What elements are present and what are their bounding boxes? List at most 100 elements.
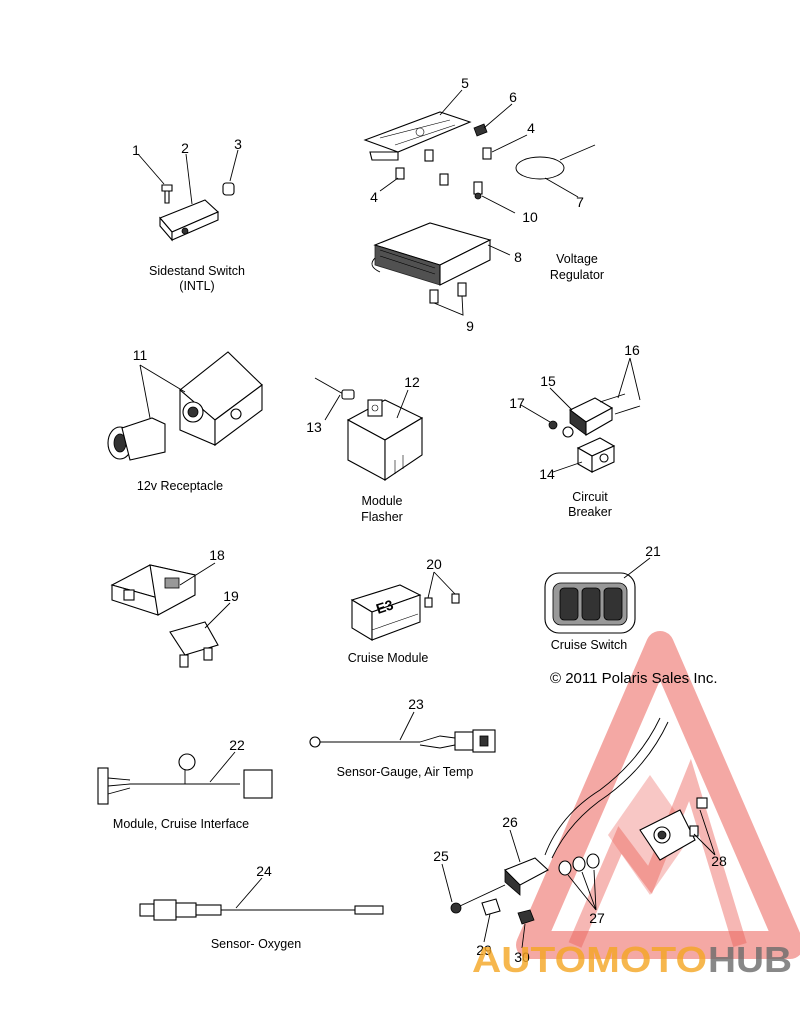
oxygen-sensor-group: 24 Sensor- Oxygen xyxy=(139,863,384,951)
leader-line xyxy=(481,195,516,214)
callout-17: 17 xyxy=(509,395,525,411)
part-24-oxygen-sensor xyxy=(139,899,384,921)
receptacle-group: 11 12v Receptacle xyxy=(107,347,263,493)
circuit-breaker-group: 15 16 17 14 Circuit Breaker xyxy=(509,342,641,519)
cruise-switch-group: 21 Cruise Switch xyxy=(544,543,661,652)
leader-line xyxy=(204,602,231,629)
part-27-washers xyxy=(558,853,600,876)
callout-15: 15 xyxy=(540,373,556,389)
part-11-receptacle xyxy=(107,351,263,461)
leader-line xyxy=(521,923,526,949)
leader-line xyxy=(520,404,551,423)
part-17-nut xyxy=(548,420,574,438)
part-10-bolt xyxy=(473,181,483,200)
part-21-cruise-switch xyxy=(544,572,636,634)
leader-line xyxy=(139,364,151,419)
leader-line xyxy=(617,357,641,401)
callout-29: 29 xyxy=(476,942,492,958)
callout-16: 16 xyxy=(624,342,640,358)
leader-line xyxy=(483,913,491,943)
callout-4: 4 xyxy=(527,120,535,136)
part-9-screw xyxy=(429,289,439,304)
leader-line xyxy=(693,809,716,856)
speed-sensor-group: 26 25 27 28 29 30 xyxy=(433,717,727,965)
part-5-bracket xyxy=(363,111,472,161)
leader-line xyxy=(229,149,239,182)
leader-line xyxy=(441,863,453,903)
watermark-automoto: AUTOMOTO xyxy=(472,939,707,980)
caption-cruise-module: Cruise Module xyxy=(348,651,429,665)
leader-line xyxy=(427,571,456,599)
part-16-screw xyxy=(599,393,641,415)
leader-line xyxy=(552,461,583,473)
part-19-fuse xyxy=(169,621,219,668)
part-20-screw xyxy=(451,593,460,604)
callout-18: 18 xyxy=(209,547,225,563)
leader-line xyxy=(137,153,165,185)
leader-line xyxy=(396,389,409,419)
callout-14: 14 xyxy=(539,466,555,482)
callout-19: 19 xyxy=(223,588,239,604)
part-4-screw xyxy=(482,147,492,160)
watermark-wordmark: AUTOMOTO HUB xyxy=(472,939,792,980)
caption-voltage: Voltage xyxy=(556,252,598,266)
part-18-holder xyxy=(110,564,197,616)
copyright-text: © 2011 Polaris Sales Inc. xyxy=(550,670,718,687)
part-sensor-wire xyxy=(544,717,661,856)
air-temp-sensor-group: 23 Sensor-Gauge, Air Temp xyxy=(309,696,496,779)
cruise-interface-group: 22 Module, Cruise Interface xyxy=(97,737,273,831)
callout-26: 26 xyxy=(502,814,518,830)
callout-9: 9 xyxy=(466,318,474,334)
callout-24: 24 xyxy=(256,863,272,879)
part-cruise-module: E3 xyxy=(350,584,422,641)
part-30-nut xyxy=(517,909,535,925)
callout-2: 2 xyxy=(181,140,189,156)
callout-8: 8 xyxy=(514,249,522,265)
leader-line xyxy=(491,134,528,153)
part-4-screw xyxy=(395,167,405,180)
callout-10: 10 xyxy=(522,209,538,225)
svg-text:E3: E3 xyxy=(374,596,395,617)
leader-line xyxy=(544,177,579,198)
callout-4: 4 xyxy=(370,189,378,205)
caption-breaker: Breaker xyxy=(568,505,612,519)
part-3-cap xyxy=(222,182,235,196)
caption-sidestand-switch: Sidestand Switch xyxy=(149,264,245,278)
leader-line xyxy=(209,751,236,783)
part-7-cable-tie xyxy=(515,144,596,180)
callout-7: 7 xyxy=(576,194,584,210)
leader-line xyxy=(433,295,464,316)
part-9-screw xyxy=(457,282,467,297)
leader-line xyxy=(487,244,511,256)
caption-cruise-interface: Module, Cruise Interface xyxy=(113,817,249,831)
part-4-screw xyxy=(439,173,449,186)
part-20-screw xyxy=(424,597,433,608)
caption-regulator: Regulator xyxy=(550,268,604,282)
leader-line xyxy=(324,394,341,421)
cruise-module-group: E3 20 Cruise Module xyxy=(348,556,460,665)
fuse-group: 18 19 xyxy=(110,547,239,668)
callout-27: 27 xyxy=(589,910,605,926)
callout-21: 21 xyxy=(645,543,661,559)
automotohub-logo xyxy=(516,631,800,959)
caption-module: Module xyxy=(362,494,403,508)
leader-line xyxy=(379,177,399,192)
part-12-flasher-module xyxy=(346,399,424,482)
caption-cruise-switch: Cruise Switch xyxy=(551,638,627,652)
part-13-wire xyxy=(314,377,355,400)
leader-line xyxy=(185,153,193,205)
callout-6: 6 xyxy=(509,89,517,105)
caption-circuit: Circuit xyxy=(572,490,608,504)
part-6-clip xyxy=(473,123,488,137)
leader-line xyxy=(399,711,415,741)
leader-line xyxy=(509,829,521,863)
callout-25: 25 xyxy=(433,848,449,864)
caption-12v-receptacle: 12v Receptacle xyxy=(137,479,223,493)
callout-13: 13 xyxy=(306,419,322,435)
leader-line xyxy=(623,557,651,579)
sidestand-switch-group: 1 2 3 Sidestand Switch (INTL) xyxy=(132,136,245,293)
callout-20: 20 xyxy=(426,556,442,572)
caption-sensor-oxygen: Sensor- Oxygen xyxy=(211,937,301,951)
leader-line xyxy=(567,869,597,911)
